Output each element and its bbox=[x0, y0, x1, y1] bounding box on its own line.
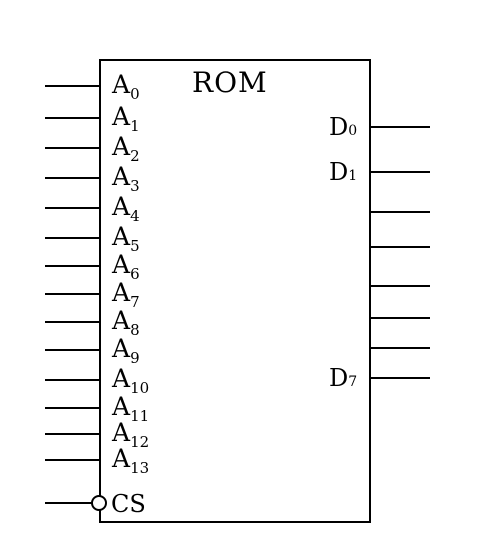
address-pin-label-11: A11 bbox=[111, 392, 149, 425]
data-pin-label-7: D7 bbox=[329, 364, 357, 392]
address-pin-label-3: A3 bbox=[111, 162, 140, 195]
address-pin-label-6: A6 bbox=[111, 250, 140, 283]
address-pin-label-8: A8 bbox=[111, 306, 140, 339]
address-pin-label-5: A5 bbox=[111, 222, 140, 255]
address-pin-label-10: A10 bbox=[111, 364, 149, 397]
address-pin-label-4: A4 bbox=[111, 192, 140, 225]
address-pin-label-7: A7 bbox=[111, 278, 140, 311]
address-pin-label-13: A13 bbox=[111, 444, 149, 477]
address-pin-label-12: A12 bbox=[111, 418, 149, 451]
cs-inversion-bubble bbox=[91, 495, 107, 511]
chip-select-pin: CS bbox=[45, 490, 146, 518]
cs-label: CS bbox=[111, 490, 146, 518]
address-pin-label-9: A9 bbox=[111, 334, 140, 367]
data-pin-label-0: D0 bbox=[329, 113, 357, 141]
chip-title: ROM bbox=[192, 66, 268, 99]
address-pin-label-1: A1 bbox=[111, 102, 140, 135]
chip-body bbox=[99, 59, 371, 523]
data-pin-label-1: D1 bbox=[329, 158, 357, 186]
address-pin-label-0: A0 bbox=[111, 70, 140, 103]
address-pin-label-2: A2 bbox=[111, 132, 140, 165]
